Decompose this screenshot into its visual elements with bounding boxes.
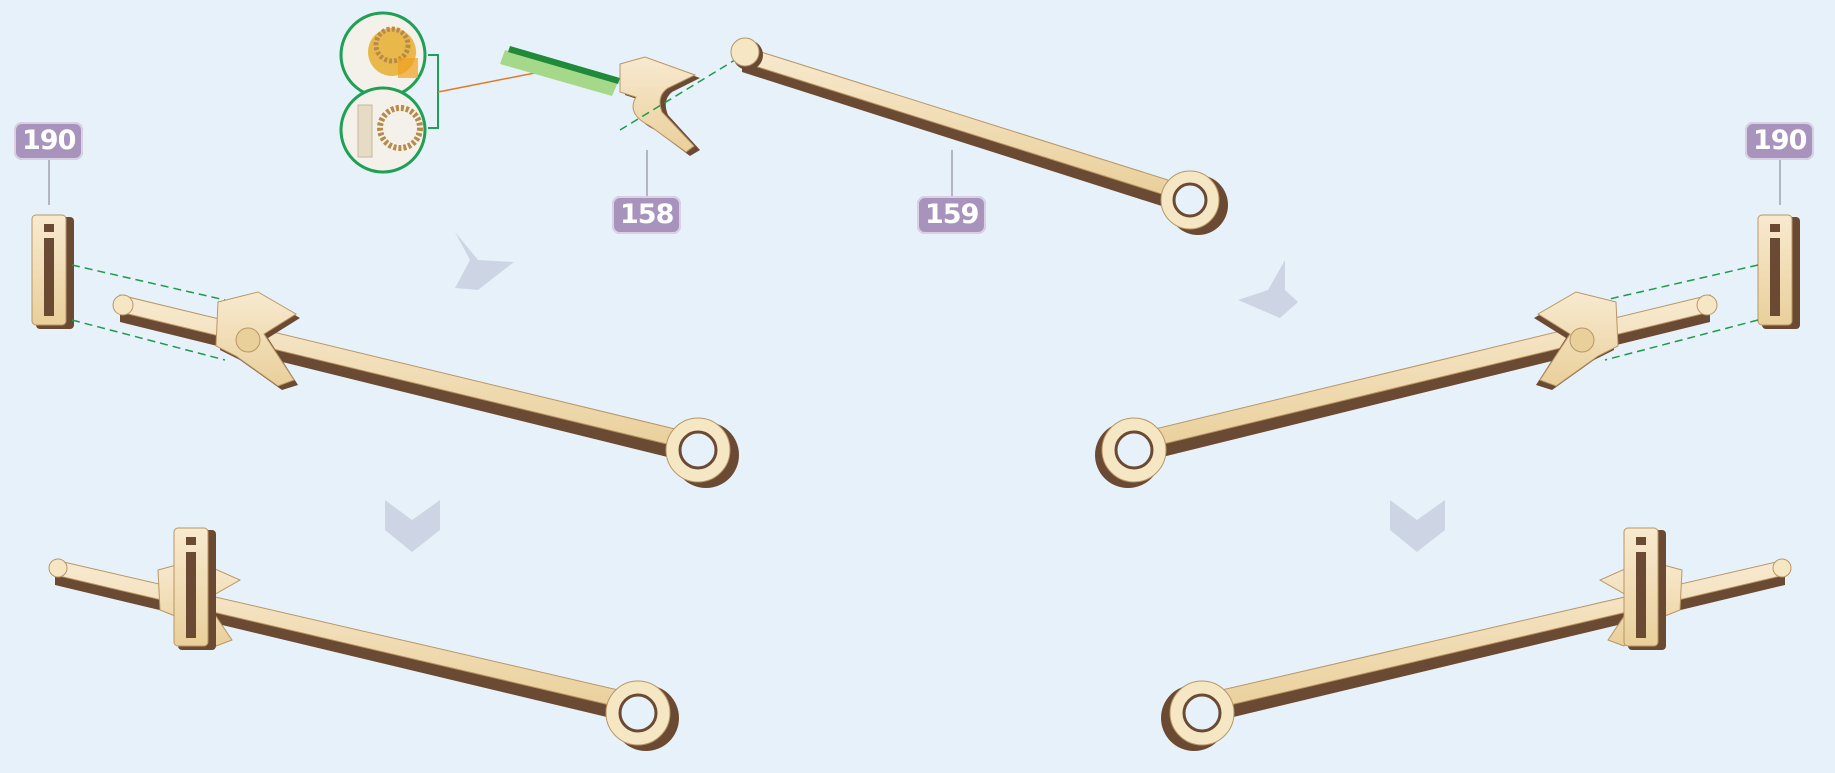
step-arrow-icon [1238, 260, 1298, 318]
detail-callout-gear-icon [341, 13, 425, 97]
part-label-190-right: 190 [1745, 122, 1814, 160]
callout-bracket [428, 55, 438, 128]
assembly-step1-left [113, 292, 739, 488]
guide-line [1605, 265, 1758, 300]
assembly-step2-right [1161, 528, 1791, 751]
part-190-right-clip [1758, 215, 1800, 329]
glue-stick-icon [500, 46, 620, 96]
assembly-step2-left [49, 528, 679, 751]
assembly-step1-right [1095, 292, 1717, 488]
step-arrow-icon [455, 232, 514, 290]
detail-callout-column-icon [341, 88, 425, 172]
part-label-158: 158 [612, 196, 681, 234]
step-arrow-icon [1390, 500, 1445, 552]
part-190-left-clip [32, 215, 74, 329]
guide-line [72, 265, 225, 300]
part-label-159: 159 [917, 196, 986, 234]
step-arrow-icon [385, 500, 440, 552]
part-label-190-left: 190 [14, 122, 83, 160]
